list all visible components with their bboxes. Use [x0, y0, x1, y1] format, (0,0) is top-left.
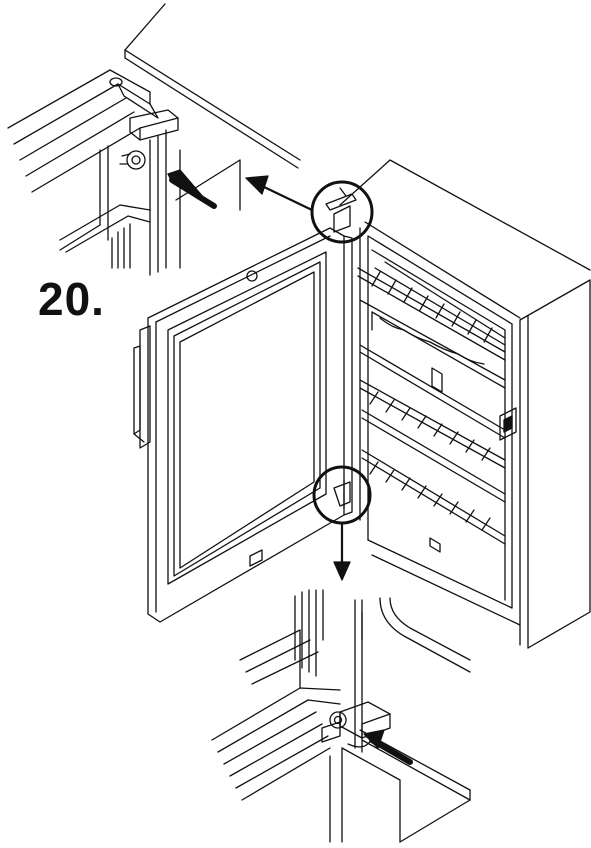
wine-shelves: [357, 261, 517, 553]
lower-hinge-detail: [211, 589, 471, 843]
step-number-label: 20.: [38, 273, 105, 325]
detail-circle-icon: [312, 465, 372, 525]
upper-hinge-detail: [7, 3, 301, 276]
detail-circle-icon: [310, 180, 374, 244]
hinge-screw-icon: [325, 187, 357, 233]
glass-door: [133, 227, 353, 623]
arrow-icon: [260, 184, 314, 212]
wine-cooler-cabinet: [339, 159, 591, 649]
